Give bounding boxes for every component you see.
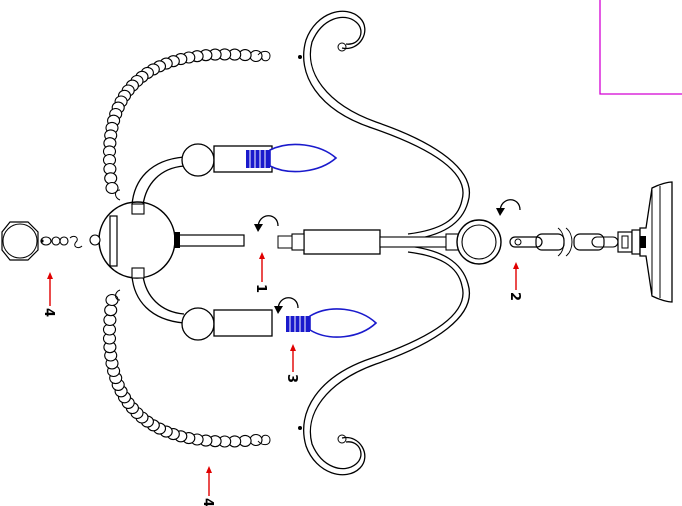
step-arrow-4-bottom	[206, 466, 212, 496]
chain-hook-top	[115, 50, 271, 201]
step-arrow-4-left	[47, 272, 53, 306]
chain-hook-bottom	[115, 289, 271, 446]
step-arrow-3	[290, 344, 296, 372]
rotate-arrow-1	[254, 215, 279, 232]
hanging-chain	[509, 227, 619, 257]
bulb-top	[246, 143, 338, 173]
step-label-4-bottom: 4	[200, 498, 215, 506]
scroll-arm-bottom	[298, 245, 471, 476]
bulb-bottom	[286, 308, 378, 338]
scroll-arm-top	[298, 10, 471, 241]
candle-arm-bottom	[131, 267, 273, 341]
bottom-chain-bead	[249, 433, 263, 447]
step-arrow-1	[259, 252, 265, 282]
step-label-2: 2	[507, 292, 522, 301]
ceiling-canopy	[617, 181, 673, 303]
frame-corner	[599, 0, 682, 95]
top-chain-bead	[249, 49, 263, 63]
central-body	[89, 201, 245, 279]
rotate-arrow-3	[274, 297, 299, 314]
step-label-1: 1	[253, 284, 268, 293]
bottom-chain-bead	[105, 293, 119, 307]
bottom-chain-bead	[104, 304, 118, 317]
step-arrow-2	[513, 262, 519, 290]
bead-chain-bottom	[102, 293, 263, 448]
hanging-loop	[456, 219, 502, 265]
top-chain-bead	[105, 181, 119, 195]
rotate-arrow-2	[496, 199, 521, 216]
step-label-4-left: 4	[41, 308, 56, 317]
bead-chain-top	[102, 48, 263, 195]
step-label-3: 3	[284, 374, 299, 383]
pendant-drop	[1, 221, 83, 261]
candle-arm-top	[131, 143, 273, 215]
